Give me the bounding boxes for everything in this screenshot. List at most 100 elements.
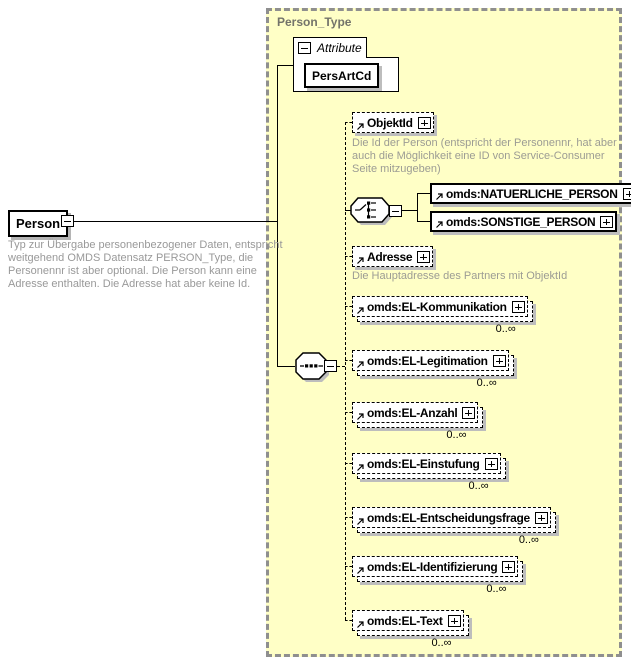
connector-to-sequence — [277, 366, 295, 367]
element-label: omds:EL-Entscheidungsfrage — [367, 510, 530, 525]
element-label: omds:EL-Text — [367, 613, 443, 628]
collapse-icon[interactable] — [389, 205, 402, 217]
expand-icon[interactable] — [484, 457, 498, 470]
reference-arrow-icon — [435, 220, 444, 229]
collapse-icon[interactable] — [298, 42, 311, 54]
reference-arrow-icon — [356, 412, 365, 421]
connector-choice-branch — [417, 193, 418, 222]
reference-arrow-icon — [356, 566, 365, 575]
sequence-icon — [294, 352, 332, 384]
occurrence-label: 0..∞ — [486, 583, 507, 595]
element-box[interactable]: omds:EL-Identifizierung — [352, 556, 519, 577]
dashed-stub-text — [345, 620, 352, 621]
element-box[interactable]: omds:EL-Entscheidungsfrage — [352, 507, 551, 528]
attribute-group-label: Attribute — [317, 41, 362, 55]
annotation-line: Typ zur Übergabe personenbezogener Daten… — [8, 239, 283, 251]
adresse-annotation: Die Hauptadresse des Partners mit Objekt… — [352, 270, 567, 283]
annotation-line: Personennr ist aber optional. Die Person… — [8, 265, 257, 277]
person-type-title: Person_Type — [277, 15, 352, 29]
occurrence-label: 0..∞ — [446, 429, 467, 441]
reference-arrow-icon — [356, 122, 365, 131]
element-objektid[interactable]: ObjektId — [352, 112, 434, 133]
expand-icon[interactable] — [534, 511, 548, 524]
element-box[interactable]: omds:EL-Anzahl — [352, 402, 479, 423]
connector-to-attributes — [277, 65, 293, 66]
reference-arrow-icon — [356, 463, 365, 472]
expand-icon[interactable] — [447, 614, 461, 627]
element-label: omds:EL-Einstufung — [367, 456, 480, 471]
element-label: omds:NATUERLICHE_PERSON — [446, 186, 618, 201]
collapse-icon[interactable] — [324, 360, 337, 372]
reference-arrow-icon — [435, 192, 444, 201]
dashed-connector-stub — [337, 366, 345, 367]
element-label: Adresse — [367, 249, 413, 264]
annotation-line: Die Id der Person (entspricht der Person… — [352, 137, 617, 149]
element-el-anzahl[interactable]: omds:EL-Anzahl 0..∞ — [352, 402, 484, 441]
attribute-group-body: PersArtCd — [293, 57, 399, 92]
element-natuerliche-person[interactable]: omds:NATUERLICHE_PERSON — [430, 183, 631, 204]
dashed-stub-anzahl — [345, 412, 352, 413]
occurrence-label: 0..∞ — [476, 377, 497, 389]
expand-icon[interactable] — [417, 250, 431, 263]
attribute-persartcd[interactable]: PersArtCd — [304, 63, 380, 88]
objektid-annotation: Die Id der Person (entspricht der Person… — [352, 137, 617, 176]
element-label: omds:EL-Legitimation — [367, 353, 488, 368]
dashed-stub-entscheidungsfrage — [345, 517, 352, 518]
element-label: ObjektId — [367, 115, 413, 130]
element-el-entscheidungsfrage[interactable]: omds:EL-Entscheidungsfrage 0..∞ — [352, 507, 556, 546]
connector-choice-bottom — [417, 221, 430, 222]
element-box[interactable]: omds:EL-Legitimation — [352, 350, 509, 371]
element-label: omds:EL-Identifizierung — [367, 559, 498, 574]
element-box[interactable]: omds:SONSTIGE_PERSON — [430, 211, 618, 232]
reference-arrow-icon — [356, 256, 365, 265]
element-el-identifizierung[interactable]: omds:EL-Identifizierung 0..∞ — [352, 556, 524, 595]
occurrence-label: 0..∞ — [468, 480, 489, 492]
connector-trunk-vertical — [277, 65, 278, 367]
element-label: omds:EL-Anzahl — [367, 405, 458, 420]
element-label: omds:SONSTIGE_PERSON — [446, 214, 596, 229]
element-box[interactable]: omds:EL-Kommunikation — [352, 296, 528, 317]
choice-icon — [350, 197, 395, 227]
element-person[interactable]: Person — [8, 210, 69, 237]
dashed-stub-choice — [345, 210, 351, 211]
element-el-text[interactable]: omds:EL-Text 0..∞ — [352, 610, 469, 649]
dashed-stub-objektid — [345, 122, 352, 123]
person-type-container: Person_Type — [266, 8, 622, 657]
person-annotation: Typ zur Übergabe personenbezogener Daten… — [8, 239, 283, 291]
dashed-trunk-vertical — [345, 122, 346, 620]
element-el-einstufung[interactable]: omds:EL-Einstufung 0..∞ — [352, 453, 506, 492]
element-box[interactable]: ObjektId — [352, 112, 434, 133]
annotation-line: Adresse enthalten. Die Adresse hat aber … — [8, 278, 251, 290]
reference-arrow-icon — [356, 517, 365, 526]
element-el-legitimation[interactable]: omds:EL-Legitimation 0..∞ — [352, 350, 514, 389]
dashed-stub-einstufung — [345, 463, 352, 464]
expand-icon[interactable] — [492, 354, 506, 367]
element-adresse[interactable]: Adresse — [352, 246, 434, 267]
element-box[interactable]: omds:EL-Text — [352, 610, 464, 631]
expand-icon[interactable] — [622, 187, 631, 200]
expand-icon[interactable] — [417, 116, 431, 129]
reference-arrow-icon — [356, 620, 365, 629]
element-box[interactable]: omds:EL-Einstufung — [352, 453, 501, 474]
element-label: omds:EL-Kommunikation — [367, 299, 507, 314]
expand-icon[interactable] — [511, 300, 525, 313]
connector-person-trunk — [74, 221, 277, 222]
element-label: Person — [16, 216, 61, 231]
expand-icon[interactable] — [462, 406, 476, 419]
element-sonstige-person[interactable]: omds:SONSTIGE_PERSON — [430, 211, 618, 232]
annotation-line: Seite mitzugeben) — [352, 163, 441, 175]
element-el-kommunikation[interactable]: omds:EL-Kommunikation 0..∞ — [352, 296, 533, 335]
annotation-line: Die Hauptadresse des Partners mit Objekt… — [352, 270, 568, 282]
attribute-group-tab[interactable]: Attribute — [293, 37, 367, 58]
dashed-stub-adresse — [345, 256, 352, 257]
expand-icon[interactable] — [600, 215, 614, 228]
occurrence-label: 0..∞ — [495, 323, 516, 335]
attribute-label: PersArtCd — [312, 68, 372, 83]
annotation-line: weitgehend OMDS Datensatz PERSON_Type, d… — [8, 252, 254, 264]
element-box[interactable]: omds:NATUERLICHE_PERSON — [430, 183, 631, 204]
element-box[interactable]: Adresse — [352, 246, 434, 267]
collapse-icon[interactable] — [61, 215, 74, 227]
dashed-stub-kommunikation — [345, 306, 352, 307]
reference-arrow-icon — [356, 360, 365, 369]
expand-icon[interactable] — [502, 560, 516, 573]
